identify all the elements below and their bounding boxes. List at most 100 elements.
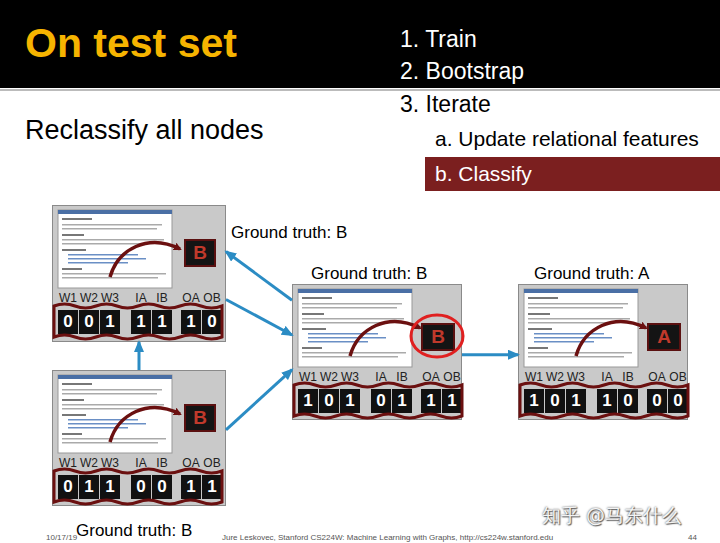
- header-rule: [0, 89, 720, 91]
- feature-header: W1: [59, 456, 77, 470]
- step-item: a. Update relational features: [435, 127, 699, 151]
- feature-header: IB: [622, 370, 633, 384]
- feature-header: OA: [422, 370, 439, 384]
- node-text: B: [193, 407, 207, 429]
- feature-cell: 0: [371, 389, 391, 413]
- feature-cell: 0: [618, 389, 638, 413]
- node-text: 1: [345, 391, 354, 411]
- node-text: 0: [84, 312, 93, 332]
- feature-cell: 0: [131, 475, 151, 499]
- feature-header: OB: [203, 291, 220, 305]
- page-number: 44: [688, 533, 697, 542]
- node-text: 0: [376, 391, 385, 411]
- feature-cell: 1: [597, 389, 617, 413]
- node-text: B: [193, 242, 207, 264]
- class-label: A: [647, 323, 681, 351]
- node-text: 1: [303, 391, 312, 411]
- feature-cell: 1: [181, 310, 201, 334]
- feature-header: W2: [320, 370, 338, 384]
- feature-header: W3: [341, 370, 359, 384]
- class-label: B: [184, 404, 216, 432]
- feature-cell: 0: [152, 475, 172, 499]
- feature-header: OA: [182, 291, 199, 305]
- feature-cell: 1: [392, 389, 412, 413]
- feature-cell: 1: [524, 389, 544, 413]
- step-item: 1. Train: [400, 26, 477, 53]
- feature-header: IB: [396, 370, 407, 384]
- ground-truth-label: Ground truth: B: [311, 264, 427, 284]
- feature-header: OB: [203, 456, 220, 470]
- node-text: 0: [157, 477, 166, 497]
- link-arrow: [226, 252, 292, 301]
- feature-cell: 1: [421, 389, 441, 413]
- feature-cell: 0: [58, 475, 78, 499]
- feature-cell: 1: [152, 310, 172, 334]
- feature-header: OB: [443, 370, 460, 384]
- feature-cell: 1: [442, 389, 462, 413]
- webpage-node: Ground truth: BB1010111W1W2W3IAIBOAOB: [292, 284, 462, 420]
- slide-title: On test set: [25, 20, 237, 67]
- feature-cell: 1: [181, 475, 201, 499]
- feature-header: W2: [80, 291, 98, 305]
- link-arrow: [226, 300, 292, 335]
- step-band: b. Classify: [425, 157, 720, 191]
- node-text: 0: [63, 477, 72, 497]
- feature-cell: 1: [298, 389, 318, 413]
- feature-header: IA: [135, 291, 146, 305]
- feature-header: IA: [601, 370, 612, 384]
- watermark: 知乎 @马东什么: [542, 503, 681, 529]
- feature-cell: 0: [79, 310, 99, 334]
- feature-cell: 1: [79, 475, 99, 499]
- node-text: 1: [157, 312, 166, 332]
- node-text: 1: [571, 391, 580, 411]
- feature-header: IA: [375, 370, 386, 384]
- feature-header: W2: [80, 456, 98, 470]
- feature-cell: 0: [545, 389, 565, 413]
- feature-cell: 1: [340, 389, 360, 413]
- node-text: 0: [136, 477, 145, 497]
- node-text: 1: [426, 391, 435, 411]
- node-text: 0: [63, 312, 72, 332]
- node-text: 1: [397, 391, 406, 411]
- feature-cell: 0: [202, 310, 222, 334]
- feature-header: W3: [101, 456, 119, 470]
- feature-cell: 0: [319, 389, 339, 413]
- feature-header: OA: [182, 456, 199, 470]
- feature-header: OB: [669, 370, 686, 384]
- webpage-node: Ground truth: BB0110011W1W2W3IAIBOAOB: [52, 370, 226, 506]
- feature-cell: 1: [100, 310, 120, 334]
- feature-header: OA: [648, 370, 665, 384]
- feature-header: IB: [156, 291, 167, 305]
- feature-cell: 1: [566, 389, 586, 413]
- node-text: 1: [186, 477, 195, 497]
- node-text: 0: [652, 391, 661, 411]
- node-text: 1: [207, 477, 216, 497]
- slide-subtitle: Reclassify all nodes: [25, 115, 264, 146]
- node-text: 0: [623, 391, 632, 411]
- step-item: 2. Bootstrap: [400, 58, 524, 85]
- feature-cell: 0: [58, 310, 78, 334]
- class-label: B: [184, 239, 216, 267]
- footer-credit: Jure Leskovec, Stanford CS224W: Machine …: [222, 533, 553, 542]
- feature-header: IB: [156, 456, 167, 470]
- feature-header: W2: [546, 370, 564, 384]
- step-item: 3. Iterate: [400, 91, 491, 118]
- node-text: 1: [105, 477, 114, 497]
- node-text: 0: [550, 391, 559, 411]
- node-text: 1: [602, 391, 611, 411]
- ground-truth-label: Ground truth: B: [76, 521, 192, 541]
- feature-header: W1: [525, 370, 543, 384]
- node-text: 0: [324, 391, 333, 411]
- ground-truth-label: Ground truth: B: [231, 223, 347, 243]
- feature-cell: 0: [647, 389, 667, 413]
- feature-cell: 0: [668, 389, 688, 413]
- node-text: 1: [136, 312, 145, 332]
- node-text: 0: [207, 312, 216, 332]
- link-arrow: [226, 370, 292, 430]
- node-text: 1: [84, 477, 93, 497]
- node-text: 1: [186, 312, 195, 332]
- link-arrow: [462, 353, 518, 356]
- webpage-node: Ground truth: BB0011110W1W2W3IAIBOAOB: [52, 205, 226, 342]
- feature-cell: 1: [131, 310, 151, 334]
- node-text: 0: [673, 391, 682, 411]
